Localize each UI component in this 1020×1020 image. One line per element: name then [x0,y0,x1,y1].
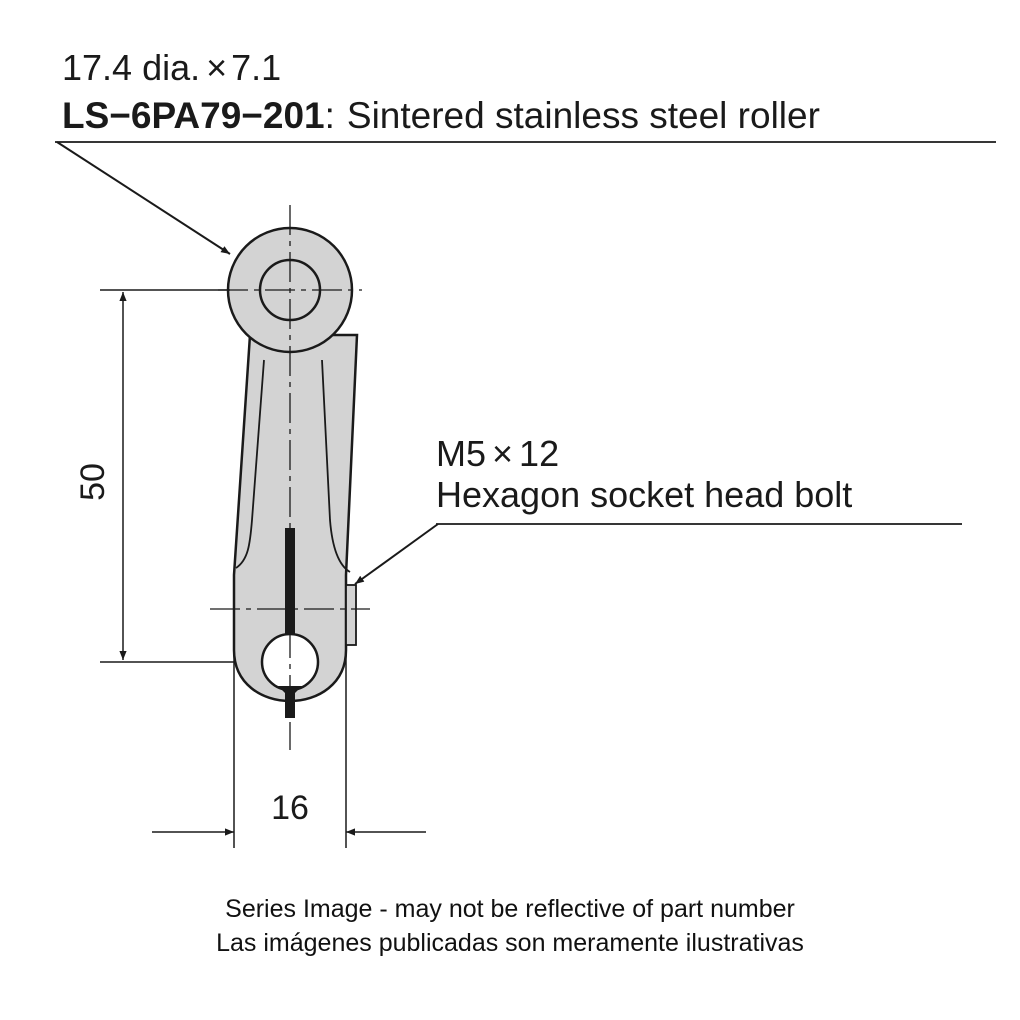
height-dimension-value: 50 [74,463,112,501]
arm-rib-left [235,359,265,569]
bolt-head [345,584,357,646]
roller-part-label: LS−6PA79−201:Sintered stainless steel ro… [62,95,820,136]
roller-leader-arrow [56,141,231,255]
caption-spanish: Las imágenes publicadas son meramente il… [216,929,804,957]
width-dimension-value: 16 [271,789,309,827]
caption-english: Series Image - may not be reflective of … [225,895,795,923]
roller-size-label: 17.4 dia.×7.1 [62,47,281,88]
bolt-size-label: M5×12 [436,433,559,474]
clamp-slot [285,528,295,718]
arm-rib-right [321,359,351,573]
bolt-leader-arrow [354,523,439,585]
bolt-description-label: Hexagon socket head bolt [436,474,852,515]
